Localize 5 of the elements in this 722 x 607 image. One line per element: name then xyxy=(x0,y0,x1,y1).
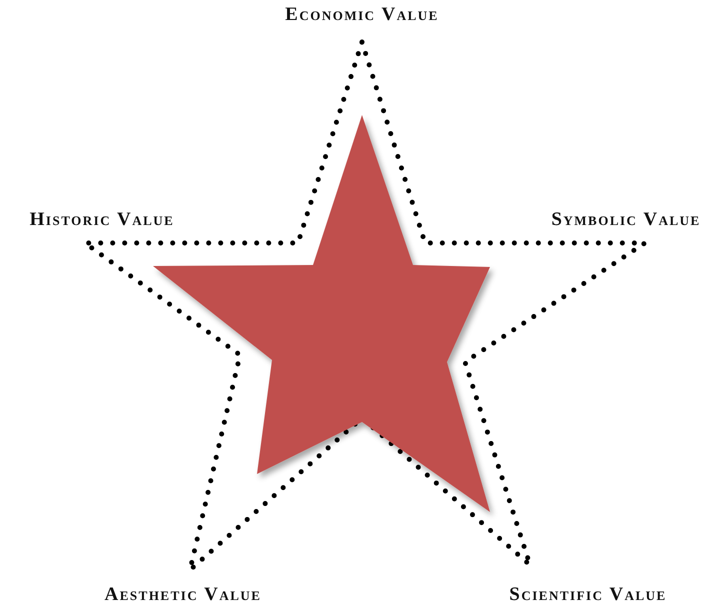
value-label: Economic Value xyxy=(285,4,439,26)
value-label: Historic Value xyxy=(30,209,174,231)
value-label: Symbolic Value xyxy=(551,209,701,231)
value-label: Aesthetic Value xyxy=(104,584,262,606)
value-label: Scientific Value xyxy=(509,584,667,606)
